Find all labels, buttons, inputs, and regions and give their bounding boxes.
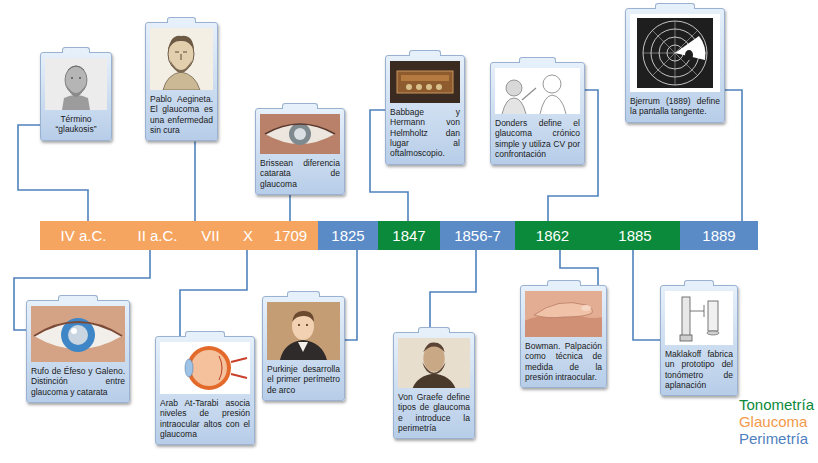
event-callout: Donders define el glaucoma crónico simpl… bbox=[490, 62, 585, 165]
date-label: 1709 bbox=[274, 227, 307, 244]
event-callout: Bjerrum (1889) define la pantalla tangen… bbox=[625, 8, 725, 123]
leader-line bbox=[180, 250, 247, 336]
event-text: Babbage y Hermann von Helmholtz dan luga… bbox=[390, 107, 460, 159]
leader-line bbox=[725, 90, 742, 221]
eye-cross-section bbox=[160, 342, 250, 394]
hippocrates-bust bbox=[45, 58, 107, 110]
timeline-segment: 1862 bbox=[515, 221, 590, 250]
legend-entry: Perimetría bbox=[739, 430, 814, 447]
event-callout: Pablo Aegineta. El glaucoma es una enfer… bbox=[145, 22, 218, 141]
date-label: II a.C. bbox=[137, 227, 177, 244]
event-text: Maklakoff fabrica un prototipo del tonóm… bbox=[665, 349, 733, 390]
cataract-eye-photo bbox=[260, 114, 340, 154]
event-callout: Von Graefe define tipos de glaucoma e in… bbox=[393, 332, 475, 439]
leader-line bbox=[289, 195, 291, 221]
event-callout: Brissean diferencia catarata de glaucoma bbox=[255, 108, 345, 195]
event-callout: Purkinje desarrolla el primer perímetro … bbox=[262, 296, 345, 401]
event-callout: Arab At-Tarabi asocia niveles de presión… bbox=[155, 336, 255, 445]
date-label: 1885 bbox=[618, 227, 651, 244]
timeline-segment: IV a.C. bbox=[40, 221, 127, 250]
date-label: VII bbox=[201, 227, 219, 244]
date-label: 1847 bbox=[392, 227, 425, 244]
event-callout: Maklakoff fabrica un prototipo del tonóm… bbox=[660, 285, 738, 396]
legend-entry: Tonometría bbox=[739, 396, 814, 413]
tangent-screen-chart bbox=[630, 14, 720, 92]
event-text: Bjerrum (1889) define la pantalla tangen… bbox=[630, 96, 720, 117]
event-callout: Rufo de Éfeso y Galeno. Distinción entre… bbox=[26, 300, 130, 403]
leader-line bbox=[194, 141, 196, 221]
event-text: Donders define el glaucoma crónico simpl… bbox=[495, 118, 580, 159]
timeline-segment: 1709 bbox=[263, 221, 318, 250]
palpation-photo bbox=[525, 291, 602, 337]
timeline-segment: 1825 bbox=[318, 221, 378, 250]
event-text: Arab At-Tarabi asocia niveles de presión… bbox=[160, 398, 250, 439]
aegineta-portrait bbox=[150, 28, 213, 90]
leader-line bbox=[345, 250, 357, 340]
date-label: 1856-7 bbox=[454, 227, 501, 244]
timeline-segment: VII bbox=[188, 221, 233, 250]
von-graefe-portrait bbox=[398, 338, 470, 388]
timeline-segment: 1889 bbox=[680, 221, 758, 250]
event-text: Pablo Aegineta. El glaucoma es una enfer… bbox=[150, 94, 213, 135]
timeline-segment: 1885 bbox=[590, 221, 680, 250]
purkinje-portrait bbox=[267, 302, 340, 360]
date-label: X bbox=[243, 227, 253, 244]
timeline-segment: X bbox=[233, 221, 263, 250]
legend: TonometríaGlaucomaPerimetría bbox=[739, 396, 814, 447]
date-label: 1825 bbox=[331, 227, 364, 244]
timeline-segment: 1847 bbox=[378, 221, 440, 250]
event-text: Bowman. Palpación como técnica de medida… bbox=[525, 341, 602, 382]
event-text: Término “glaukosis” bbox=[45, 114, 107, 135]
event-text: Purkinje desarrolla el primer perímetro … bbox=[267, 364, 340, 395]
event-callout: Babbage y Hermann von Helmholtz dan luga… bbox=[385, 55, 465, 165]
event-text: Brissean diferencia catarata de glaucoma bbox=[260, 158, 340, 189]
leader-line bbox=[430, 250, 476, 332]
date-label: IV a.C. bbox=[61, 227, 107, 244]
timeline-segment: II a.C. bbox=[127, 221, 188, 250]
confrontation-sketch bbox=[495, 68, 580, 114]
timeline-segment: 1856-7 bbox=[440, 221, 515, 250]
event-callout: Término “glaukosis” bbox=[40, 52, 112, 141]
date-label: 1889 bbox=[702, 227, 735, 244]
leader-line bbox=[633, 250, 660, 340]
event-text: Rufo de Éfeso y Galeno. Distinción entre… bbox=[31, 366, 125, 397]
date-label: 1862 bbox=[536, 227, 569, 244]
tonometer-drawing bbox=[665, 291, 733, 345]
event-callout: Bowman. Palpación como técnica de medida… bbox=[520, 285, 607, 388]
ophthalmoscope-photo bbox=[390, 61, 460, 103]
legend-entry: Glaucoma bbox=[739, 413, 814, 430]
event-text: Von Graefe define tipos de glaucoma e in… bbox=[398, 392, 470, 433]
eye-photo bbox=[31, 306, 125, 362]
